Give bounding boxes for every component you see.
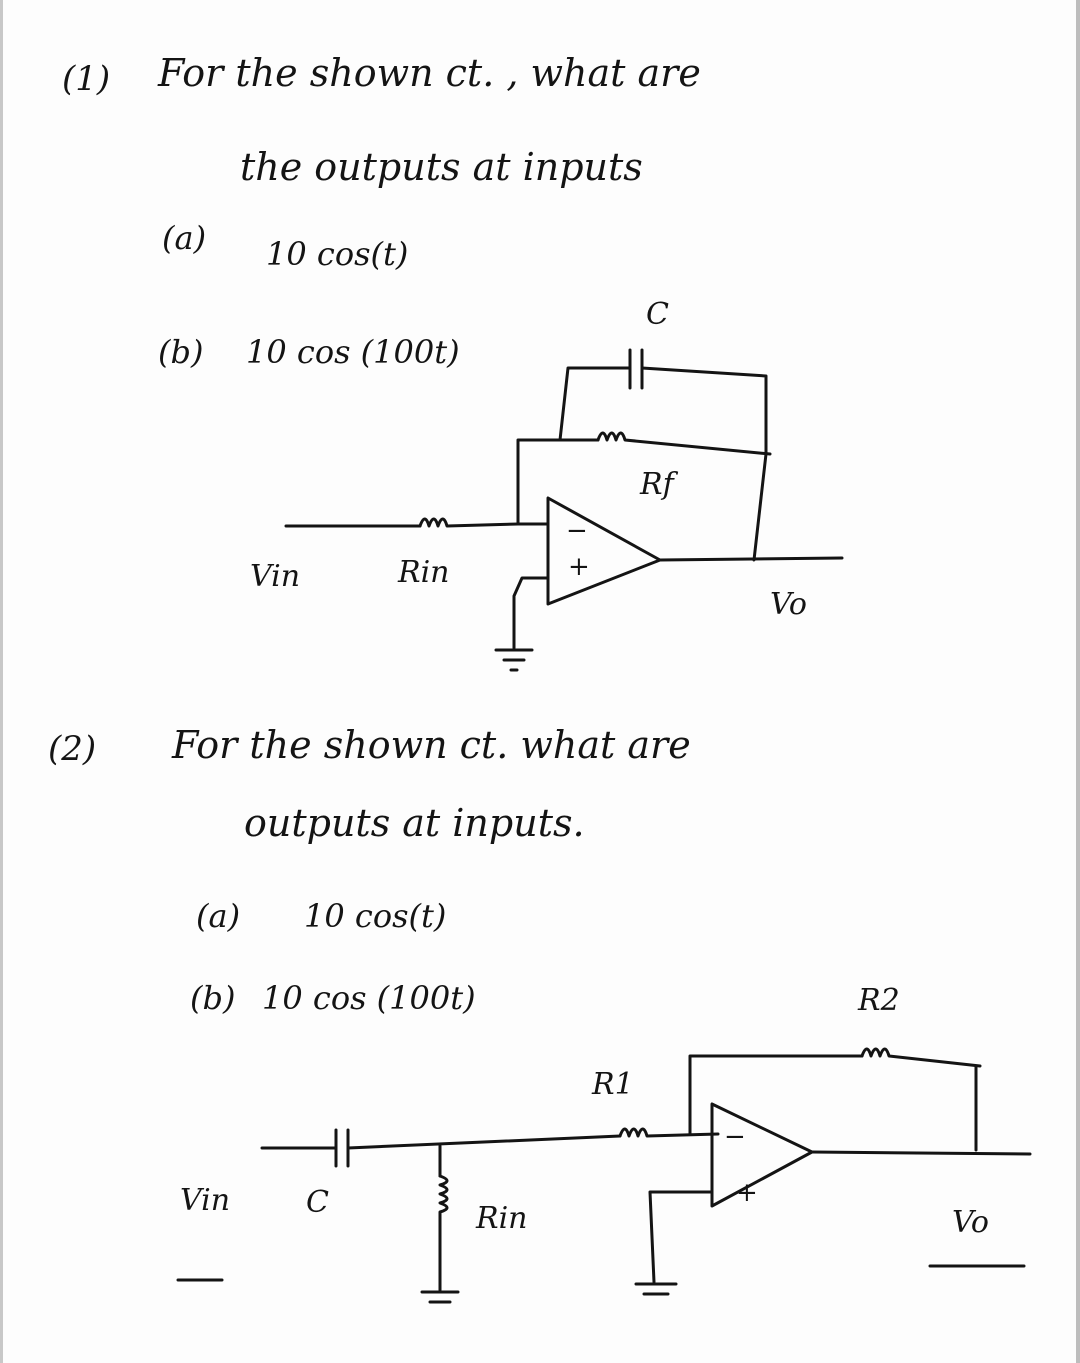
q2-resistor-1-label: R1 [592, 1067, 634, 1102]
q1-input-resistor-label: Rin [398, 555, 450, 590]
question-1-line-1: For the shown ct. , what are [158, 51, 701, 95]
question-1-option-b-label: (b) [158, 333, 204, 371]
q1-input-label: Vin [250, 559, 301, 594]
question-2-option-b-expression: 10 cos (100t) [262, 979, 476, 1017]
question-2-number: (2) [48, 729, 97, 769]
q1-feedback-resistor-label: Rf [640, 467, 674, 502]
q2-shunt-resistor-label: Rin [476, 1201, 528, 1236]
q2-opamp [710, 1102, 814, 1208]
q2-capacitor-label: C [306, 1185, 329, 1220]
page-right-edge [1076, 0, 1080, 1363]
q1-feedback-to-output-wire [752, 452, 768, 562]
q2-resistor-1 [618, 1127, 720, 1138]
q2-output-label: Vo [952, 1205, 989, 1240]
question-1-line-2: the outputs at inputs [240, 145, 643, 189]
q1-capacitor-label: C [646, 297, 669, 332]
q1-input-resistor [418, 517, 520, 528]
question-2-option-a-label: (a) [196, 897, 241, 935]
q2-feedback-resistor-label: R2 [858, 983, 900, 1018]
question-1-option-a-expression: 10 cos(t) [266, 235, 409, 273]
q2-opamp-minus-sign: − [724, 1122, 746, 1152]
question-2-line-2: outputs at inputs. [244, 801, 585, 845]
question-2-option-a-expression: 10 cos(t) [304, 897, 447, 935]
page-left-edge [0, 0, 3, 1363]
q1-circuit [284, 348, 844, 672]
question-2-option-b-label: (b) [190, 979, 236, 1017]
question-1-number: (1) [62, 59, 111, 99]
q2-node-wire [346, 1134, 622, 1150]
q2-feedback-left-wire [688, 1054, 864, 1136]
q2-opamp-plus-sign: + [736, 1178, 758, 1208]
q2-output-wire [810, 1150, 1032, 1156]
q1-output-wire [658, 556, 844, 562]
q1-feedback-resistor [596, 431, 772, 456]
q2-input-label: Vin [180, 1183, 231, 1218]
q1-opamp-plus-sign: + [568, 552, 590, 582]
question-1-option-b-expression: 10 cos (100t) [246, 333, 460, 371]
q1-output-label: Vo [770, 587, 807, 622]
q1-capacitor-left-wire [558, 366, 632, 442]
question-1-option-a-label: (a) [162, 219, 207, 257]
q1-opamp [546, 496, 662, 606]
q2-feedback-resistor [860, 1047, 982, 1068]
q2-noninverting-wire [648, 1190, 714, 1284]
q2-circuit [176, 1047, 1032, 1304]
q1-opamp-minus-sign: − [566, 516, 588, 546]
q2-shunt-resistor [438, 1174, 449, 1292]
q1-feedback-resistor-wire [516, 438, 600, 526]
q1-noninverting-wire [512, 576, 550, 650]
q1-capacitor-right-wire [640, 366, 768, 456]
question-2-line-1: For the shown ct. what are [172, 723, 691, 767]
